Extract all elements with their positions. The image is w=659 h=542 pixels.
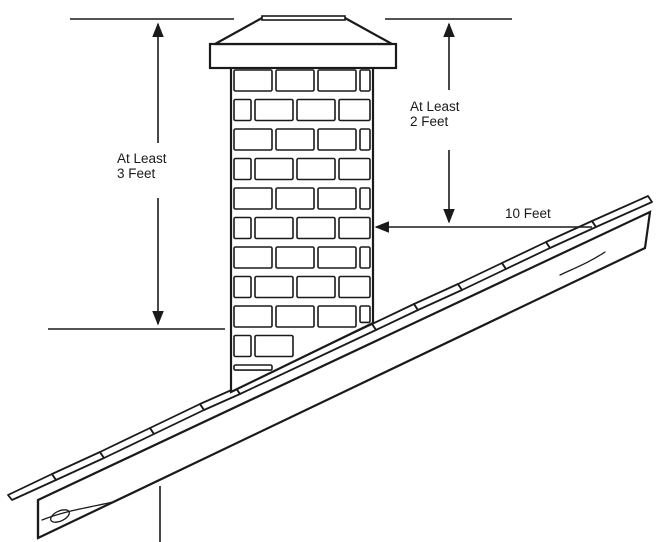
- brick: [233, 216, 252, 240]
- brick: [254, 275, 294, 299]
- brick: [254, 216, 294, 240]
- brick: [338, 157, 371, 181]
- brick: [317, 246, 357, 269]
- chimney-cap: [208, 15, 398, 70]
- label-at-least-2-feet: At Least 2 Feet: [410, 99, 460, 129]
- brick: [275, 305, 315, 328]
- brick: [275, 69, 315, 92]
- brick: [233, 128, 273, 151]
- brick: [254, 157, 294, 181]
- brick: [233, 364, 273, 371]
- brick: [296, 216, 336, 240]
- brick: [233, 275, 252, 299]
- brick: [233, 69, 273, 92]
- brick: [359, 69, 371, 92]
- brick: [254, 98, 294, 122]
- brick: [359, 246, 371, 269]
- brick: [317, 305, 357, 328]
- brick: [233, 246, 273, 269]
- brick: [275, 128, 315, 151]
- brick: [233, 157, 252, 181]
- brick: [317, 187, 357, 210]
- brick: [317, 128, 357, 151]
- brick: [338, 216, 371, 240]
- label-2ft-line2: 2 Feet: [410, 114, 449, 129]
- label-2ft-line1: At Least: [410, 99, 460, 114]
- brick: [233, 98, 252, 122]
- brick: [359, 187, 371, 210]
- reference-lines: [48, 18, 512, 542]
- brick: [233, 187, 273, 210]
- brick: [275, 246, 315, 269]
- roof-deck: [36, 210, 652, 540]
- roof-shingles: [7, 195, 653, 501]
- label-10-feet: 10 Feet: [505, 206, 551, 221]
- brick: [359, 128, 371, 151]
- brick: [254, 334, 294, 358]
- chimney-bricks: [233, 69, 371, 371]
- brick: [338, 275, 371, 299]
- label-3ft-line2: 3 Feet: [117, 166, 156, 181]
- brick: [233, 305, 273, 328]
- label-at-least-3-feet: At Least 3 Feet: [117, 151, 167, 181]
- brick: [338, 98, 371, 122]
- brick: [296, 98, 336, 122]
- label-3ft-line1: At Least: [117, 151, 167, 166]
- brick: [296, 157, 336, 181]
- brick: [359, 305, 371, 324]
- brick: [296, 275, 336, 299]
- brick: [233, 334, 252, 358]
- brick: [275, 187, 315, 210]
- brick: [317, 69, 357, 92]
